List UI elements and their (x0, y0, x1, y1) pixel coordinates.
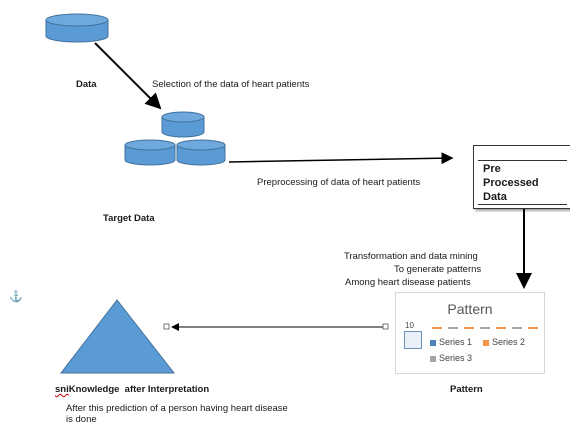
chart-series-dash (480, 327, 490, 329)
data-cylinder (45, 13, 109, 43)
knowledge-triangle (59, 299, 176, 374)
chart-layout-icon[interactable] (404, 331, 422, 349)
transformation-label-3: Among heart disease patients (345, 277, 471, 288)
target-data-label: Target Data (103, 213, 155, 224)
knowledge-text: Knowledge after Interpretation (68, 384, 210, 395)
transformation-label-2: To generate patterns (394, 264, 482, 275)
chart-series-dash (432, 327, 442, 329)
knowledge-prefix: sni (55, 384, 69, 395)
box-line-2: Processed (483, 177, 539, 189)
legend-swatch (483, 339, 489, 346)
legend-series-1: Series 1 (430, 337, 472, 347)
box-rule-top (478, 160, 567, 161)
data-label: Data (76, 79, 97, 90)
chart-title: Pattern (447, 301, 493, 317)
connector-handle[interactable] (382, 323, 389, 330)
box-line-1: Pre (483, 163, 501, 175)
conclusion-line-1: After this prediction of a person having… (66, 403, 288, 414)
legend-series-3: Series 3 (430, 353, 472, 363)
legend-swatch (430, 355, 436, 362)
selection-label: Selection of the data of heart patients (152, 79, 310, 90)
chart-tick-label: 10 (405, 321, 414, 330)
box-rule-bottom (478, 204, 567, 205)
anchor-icon[interactable]: ⚓ (9, 291, 23, 303)
legend-swatch (430, 339, 436, 346)
target-data-cylinders (124, 111, 226, 166)
chart-series-dash (464, 327, 474, 329)
knowledge-label: sniKnowledge after Interpretation (55, 384, 209, 395)
box-line-3: Data (483, 191, 507, 203)
transformation-label-1: Transformation and data mining (344, 251, 478, 262)
connector-handle[interactable] (163, 323, 170, 330)
pattern-label: Pattern (450, 384, 483, 395)
chart-series-dash (496, 327, 506, 329)
chart-series-dash (528, 327, 538, 329)
preprocessed-data-box: Pre Processed Data (473, 145, 570, 209)
preprocessing-arrow (228, 152, 454, 165)
legend-series-2: Series 2 (483, 337, 525, 347)
pattern-chart[interactable]: Pattern 10 Series 1 Series 2 Series 3 (395, 292, 545, 374)
chart-series-dash (512, 327, 522, 329)
legend-label: Series 3 (439, 353, 473, 363)
chart-series-dash (448, 327, 458, 329)
selection-arrow (94, 42, 162, 110)
legend-label: Series 1 (439, 337, 473, 347)
conclusion-line-2: is done (66, 414, 97, 425)
legend-label: Series 2 (492, 337, 526, 347)
preprocessing-label: Preprocessing of data of heart patients (257, 177, 421, 188)
